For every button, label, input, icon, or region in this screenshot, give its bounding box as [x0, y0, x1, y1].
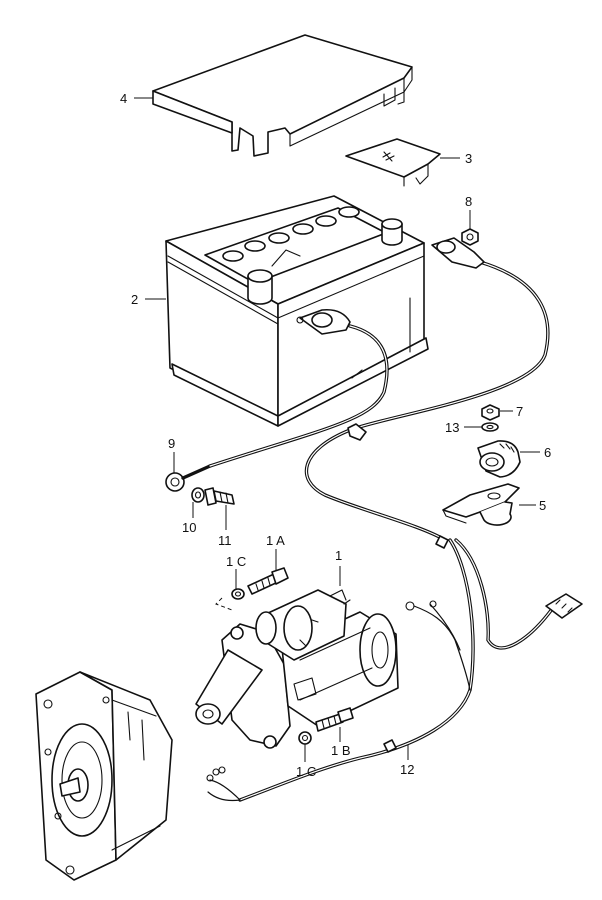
callout-3: 3: [465, 151, 472, 166]
nut-icon: [461, 228, 479, 246]
callout-1c-bottom: 1 C: [296, 764, 316, 779]
callout-1a: 1 A: [266, 533, 285, 548]
wiring-harness-icon: [206, 538, 583, 802]
nut-washer-icon: [481, 404, 500, 432]
leader-lines: [134, 97, 540, 762]
callout-5: 5: [539, 498, 546, 513]
callout-2: 2: [131, 292, 138, 307]
callout-labels: 1 1 A 1 B 1 C 1 C 2 3 4 5 6 7 8 9 10 11 …: [120, 91, 551, 779]
callout-12: 12: [400, 762, 414, 777]
terminal-cover-icon: [345, 138, 441, 187]
callout-4: 4: [120, 91, 127, 106]
bolt-icon: [204, 487, 235, 506]
ring-terminal-icon: [165, 464, 212, 492]
terminal-bracket-icon: [442, 483, 520, 526]
starter-bolt-1a-icon: [247, 567, 289, 595]
starter-bolt-1b-icon: [315, 707, 354, 732]
callout-11: 11: [218, 533, 232, 548]
starter-washer-1c-top-icon: [231, 588, 245, 600]
starter-washer-1c-bottom-icon: [298, 731, 312, 745]
callout-6: 6: [544, 445, 551, 460]
battery-ground-cable-icon: [208, 308, 389, 468]
battery-icon: [165, 195, 429, 427]
starter-motor-icon: [195, 566, 399, 749]
dashed-alignment-line: [215, 597, 233, 611]
callout-7: 7: [516, 404, 523, 419]
callout-13: 13: [445, 420, 459, 435]
clamp-icon: [477, 440, 521, 478]
callout-1c-top: 1 C: [226, 554, 246, 569]
washer-icon: [191, 487, 205, 503]
callout-8: 8: [465, 194, 472, 209]
battery-positive-cable-icon: [304, 237, 550, 549]
alternator-icon: [35, 671, 173, 881]
callout-10: 10: [182, 520, 196, 535]
callout-1: 1: [335, 548, 342, 563]
battery-cover-icon: [152, 34, 413, 157]
callout-9: 9: [168, 436, 175, 451]
callout-1b: 1 B: [331, 743, 351, 758]
